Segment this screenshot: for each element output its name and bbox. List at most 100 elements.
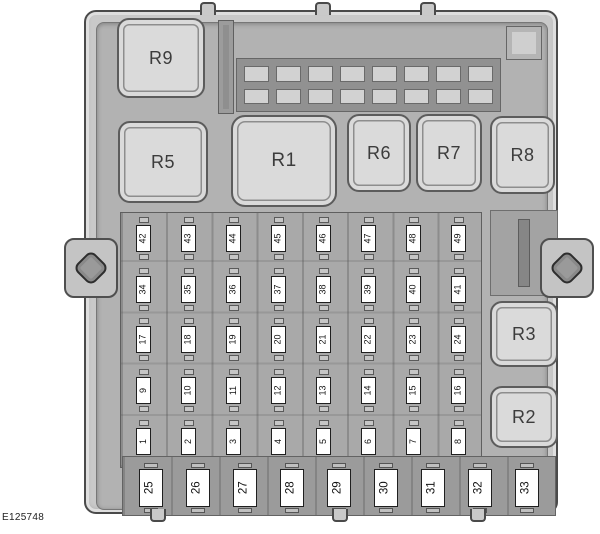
- fuse-46: 46: [301, 213, 346, 264]
- relay-r1-label: R1: [271, 150, 297, 171]
- fuse-number-box: 7: [406, 428, 421, 456]
- fuse-number: 13: [317, 385, 328, 396]
- fuse-number-box: 2: [181, 428, 196, 456]
- fuse-terminal-top: [190, 463, 205, 468]
- fuse-terminal-top: [453, 369, 464, 376]
- fuse-terminal-top: [453, 318, 464, 325]
- fuse-15: 15: [391, 365, 436, 416]
- fuse-terminal-bottom: [183, 406, 194, 413]
- fuse-terminal-top: [331, 463, 346, 468]
- fuse-terminal-top: [138, 318, 149, 325]
- fuse-number-box: 4: [271, 428, 286, 456]
- connector-slot: [436, 88, 461, 104]
- fuse-terminal-top: [363, 369, 374, 376]
- fuse-number-box: 38: [316, 275, 331, 303]
- fuse-number-box: 1: [136, 428, 151, 456]
- fuse-49: 49: [436, 213, 481, 264]
- fuse-terminal-top: [183, 216, 194, 223]
- fuse-number: 8: [452, 439, 463, 445]
- fuse-10: 10: [166, 365, 211, 416]
- fuse-terminal-top: [228, 216, 239, 223]
- fuse-number-box: 17: [136, 326, 151, 354]
- fuse-9: 9: [121, 365, 166, 416]
- clover-hole-icon: [72, 249, 110, 287]
- fuse-terminal-top: [138, 420, 149, 427]
- fuse-terminal-bottom: [273, 406, 284, 413]
- fuse-26: 26: [174, 462, 221, 514]
- fuse-number: 35: [182, 284, 193, 295]
- fuse-number: 2: [182, 439, 193, 445]
- fuse-number: 42: [137, 233, 148, 244]
- fuse-number: 48: [407, 233, 418, 244]
- fuse-43: 43: [166, 213, 211, 264]
- mount-bracket-left: [64, 238, 118, 298]
- relay-r1: R1: [231, 115, 337, 207]
- fuse-terminal-top: [363, 216, 374, 223]
- fuse-number: 49: [452, 233, 463, 244]
- fuse-number-box: 31: [420, 469, 445, 507]
- fuse-47: 47: [346, 213, 391, 264]
- fuse-13: 13: [301, 365, 346, 416]
- fuse-terminal-top: [453, 216, 464, 223]
- connector-slot: [340, 88, 365, 104]
- fuse-terminal-bottom: [138, 304, 149, 311]
- connector-slot: [372, 88, 397, 104]
- relay-r7: R7: [416, 114, 482, 192]
- fuse-terminal-top: [408, 267, 419, 274]
- relay-r6: R6: [347, 114, 411, 192]
- fuse-terminal-bottom: [363, 253, 374, 260]
- relay-r8: R8: [490, 116, 555, 194]
- relay-r3-label: R3: [511, 323, 536, 344]
- fuse-27: 27: [221, 462, 268, 514]
- fuse-terminal-bottom: [273, 304, 284, 311]
- fuse-terminal-bottom: [378, 508, 393, 513]
- fuse-number: 3: [227, 439, 238, 445]
- fuse-terminal-bottom: [138, 253, 149, 260]
- relay-r7-label: R7: [436, 142, 461, 163]
- clover-hole-icon: [548, 249, 586, 287]
- fuse-terminal-top: [183, 267, 194, 274]
- connector-slot: [244, 66, 269, 82]
- fuse-terminal-bottom: [228, 253, 239, 260]
- fuse-number-box: 25: [138, 469, 163, 507]
- fuse-38: 38: [301, 264, 346, 315]
- fuse-terminal-top: [318, 420, 329, 427]
- fuse-23: 23: [391, 315, 436, 366]
- fuse-24: 24: [436, 315, 481, 366]
- fuse-number: 23: [407, 334, 418, 345]
- fuse-number: 37: [272, 284, 283, 295]
- fuse-number: 22: [362, 334, 373, 345]
- fuse-terminal-top: [273, 369, 284, 376]
- fuse-number: 4: [272, 439, 283, 445]
- housing-tab-bottom-3: [470, 509, 486, 522]
- fuse-terminal-top: [183, 369, 194, 376]
- fuse-terminal-top: [363, 267, 374, 274]
- housing-tab-top-2: [315, 2, 331, 15]
- fuse-terminal-bottom: [453, 355, 464, 362]
- fuse-terminal-bottom: [318, 406, 329, 413]
- fuse-19: 19: [211, 315, 256, 366]
- relay-r3: R3: [490, 301, 558, 367]
- fuse-18: 18: [166, 315, 211, 366]
- fuse-terminal-top: [273, 216, 284, 223]
- fuse-number: 11: [228, 386, 238, 396]
- fuse-terminal-bottom: [228, 355, 239, 362]
- fuse-number-box: 8: [451, 428, 466, 456]
- fuse-number: 43: [182, 233, 193, 244]
- housing-tab-bottom-2: [332, 509, 348, 522]
- fuse-terminal-top: [138, 369, 149, 376]
- fuse-terminal-top: [453, 420, 464, 427]
- fuse-terminal-top: [472, 463, 487, 468]
- fuse-terminal-top: [138, 267, 149, 274]
- fuse-number-box: 32: [467, 469, 492, 507]
- fuse-number-box: 35: [181, 275, 196, 303]
- connector-slot: [404, 66, 429, 82]
- fuse-number: 36: [227, 284, 238, 295]
- connector-slot: [276, 66, 301, 82]
- fuse-terminal-bottom: [425, 508, 440, 513]
- fuse-number: 24: [452, 334, 463, 345]
- fuse-41: 41: [436, 264, 481, 315]
- fuse-number-box: 47: [361, 224, 376, 252]
